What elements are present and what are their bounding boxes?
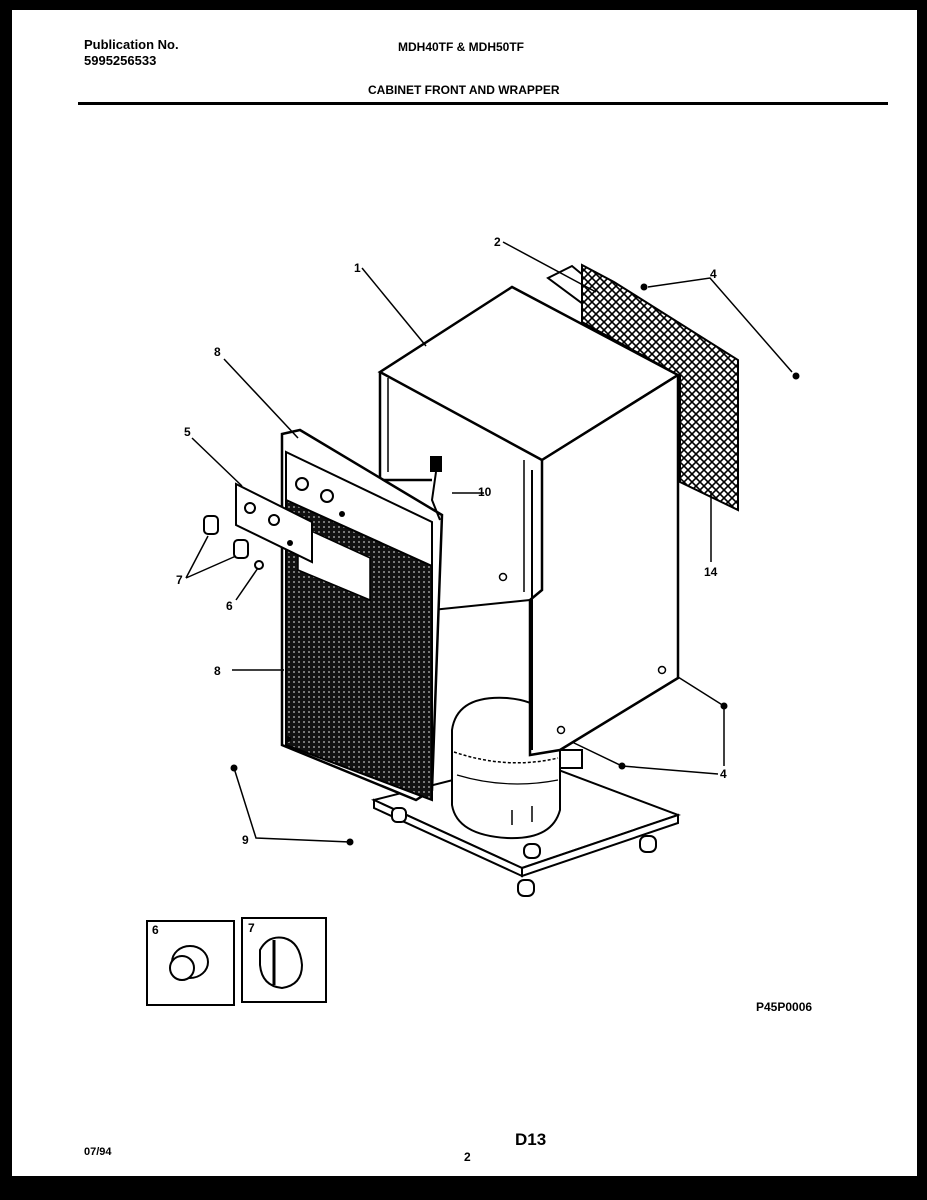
front-grille <box>285 498 433 802</box>
model-title: MDH40TF & MDH50TF <box>398 40 525 54</box>
control-panel <box>235 482 313 564</box>
section-title: CABINET FRONT AND WRAPPER <box>368 83 560 97</box>
exploded-view-diagram: 1 2 4 8 5 10 14 7 6 8 4 9 6 7 <box>146 235 800 1006</box>
callout-8-bottom: 8 <box>214 664 221 678</box>
callout-2: 2 <box>494 235 501 249</box>
publication-label: Publication No. <box>84 37 179 52</box>
revision-date: 07/94 <box>84 1146 112 1158</box>
parts-diagram-sheet: Publication No. 5995256533 MDH40TF & MDH… <box>12 10 917 1176</box>
knobs <box>203 515 264 570</box>
inset-knob-b-label: 7 <box>248 921 255 935</box>
callout-6: 6 <box>226 599 233 613</box>
page-number: 2 <box>464 1150 471 1164</box>
rear-filter <box>546 263 739 512</box>
document-code: D13 <box>515 1130 547 1149</box>
callout-7: 7 <box>176 573 183 587</box>
header-rule <box>78 102 888 105</box>
inset-knob-a-label: 6 <box>152 923 159 937</box>
callout-5: 5 <box>184 425 191 439</box>
humidistat <box>430 456 442 521</box>
publication-number: 5995256533 <box>84 53 157 68</box>
callout-9: 9 <box>242 833 249 847</box>
callout-10: 10 <box>478 485 492 499</box>
callout-8-top: 8 <box>214 345 221 359</box>
cabinet-wrapper <box>377 285 681 757</box>
callout-1: 1 <box>354 261 361 275</box>
leader-lines <box>185 241 793 843</box>
callout-4-top: 4 <box>710 267 717 281</box>
diagram-code: P45P0006 <box>756 1000 813 1014</box>
callout-14: 14 <box>704 565 718 579</box>
callout-4-bottom: 4 <box>720 767 727 781</box>
inset-knob-b: 7 <box>241 917 327 1003</box>
inset-knob-a: 6 <box>146 920 235 1006</box>
